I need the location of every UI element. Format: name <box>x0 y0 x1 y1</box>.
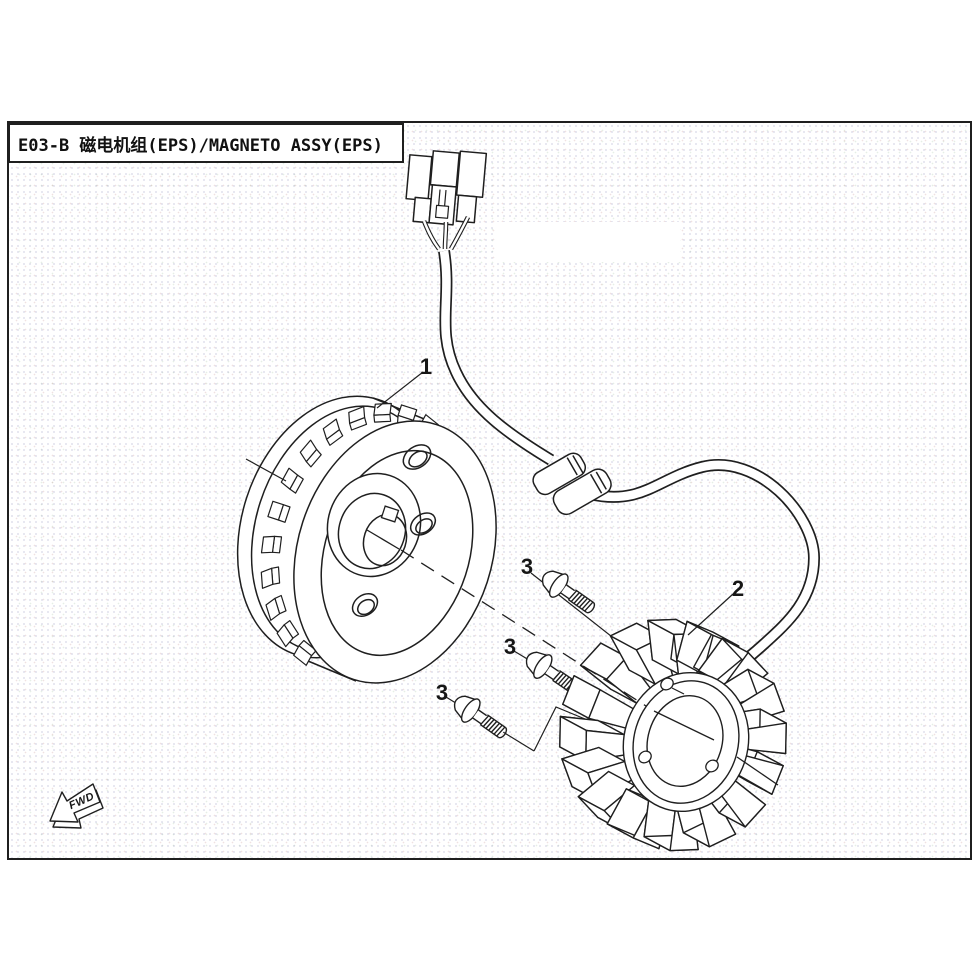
flange-bolt <box>447 688 514 747</box>
callout-bolt-3: 3 <box>436 680 448 705</box>
callout-stator: 2 <box>732 576 744 601</box>
grommet <box>532 452 612 516</box>
rotor-hub <box>326 472 422 578</box>
rotor-tabs <box>260 402 439 666</box>
center-axis <box>366 529 779 786</box>
callout-rotor: 1 <box>420 354 432 379</box>
flange-bolt <box>535 563 602 622</box>
callout-bolt-1: 3 <box>521 554 533 579</box>
stator <box>559 618 787 852</box>
stator-flange <box>632 677 740 804</box>
flywheel-rotor <box>236 395 497 684</box>
diagram-title: E03-B 磁电机组(EPS)/MAGNETO ASSY(EPS) <box>18 135 383 156</box>
title-box: E03-B 磁电机组(EPS)/MAGNETO ASSY(EPS) <box>8 123 404 163</box>
white-patch <box>495 222 680 262</box>
stator-teeth <box>559 618 787 852</box>
rotor-face-holes <box>351 444 437 618</box>
leader-lines-parts <box>245 371 734 636</box>
wiring-harness <box>438 250 821 694</box>
connector <box>405 150 488 251</box>
connector-wires <box>421 215 471 251</box>
callout-bolt-2: 3 <box>504 634 516 659</box>
fwd-arrow: FWD <box>49 783 104 829</box>
